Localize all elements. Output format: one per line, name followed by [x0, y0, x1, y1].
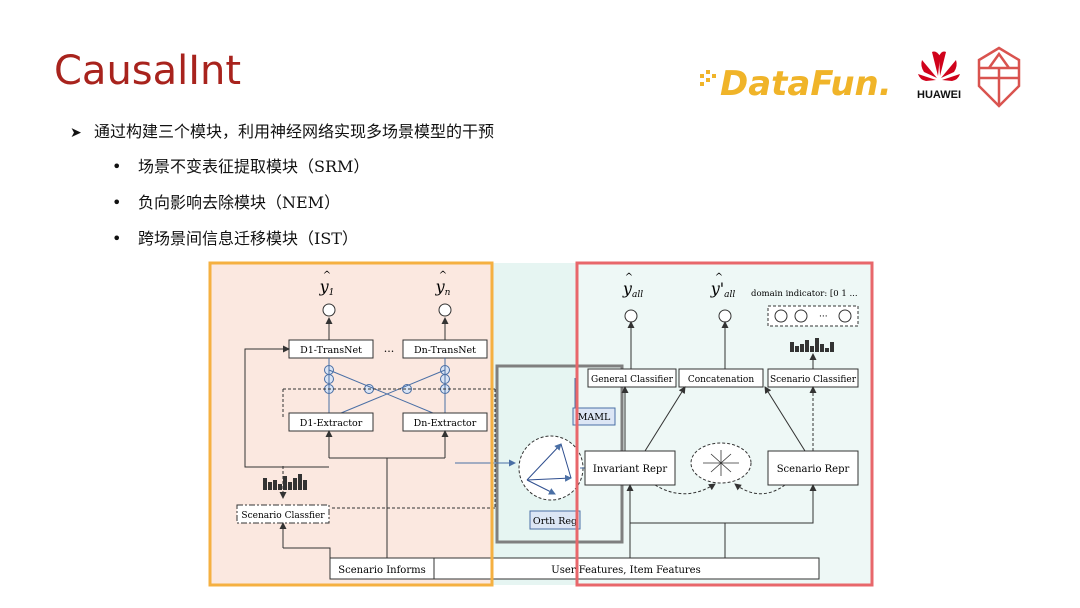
dn-extractor-label: Dn-Extractor [414, 418, 477, 429]
invariant-repr-label: Invariant Repr [593, 464, 667, 475]
concatenation-label: Concatenation [688, 375, 755, 385]
slide-title: CausalInt [54, 48, 242, 94]
scenario-repr-box [767, 450, 859, 486]
dn-transnet-label: Dn-TransNet [414, 345, 476, 356]
user-item-features-box [433, 557, 820, 580]
orth-reg-label: Orth Reg [533, 516, 577, 527]
general-classifier-label: General Classifier [591, 375, 674, 385]
y1-output-node [322, 303, 336, 317]
scenario-classfier-left-label: Scenario Classfier [241, 511, 325, 521]
huawei-logo-text: HUAWEI [917, 89, 961, 101]
d1-extractor-label: D1-Extractor [300, 418, 363, 429]
sub-bullet: • 负向影响去除模块（NEM） [112, 189, 340, 213]
svg-text:^: ^ [439, 270, 447, 281]
bullet-dot-icon: • [112, 193, 122, 212]
yn-output-node [438, 303, 452, 317]
main-bullet: ➤ 通过构建三个模块，利用神经网络实现多场景模型的干预 [70, 118, 494, 142]
bullet-dot-icon: • [112, 157, 122, 176]
sub-bullet-text: 场景不变表征提取模块（SRM） [138, 157, 370, 176]
yn-hat-label: yn [435, 277, 451, 298]
y1-hat-label: y1 [319, 277, 335, 298]
datafun-logo-text: DataFun. [720, 64, 892, 104]
sub-bullet: • 跨场景间信息迁移模块（IST） [112, 225, 358, 249]
yall-output-node [624, 309, 638, 323]
d1-transnet-label: D1-TransNet [300, 345, 362, 356]
svg-text:^: ^ [715, 272, 723, 283]
invariant-repr-box [584, 450, 676, 486]
ellipsis-label: ... [384, 342, 395, 355]
arrow-bullet-icon: ➤ [70, 125, 82, 141]
main-bullet-text: 通过构建三个模块，利用神经网络实现多场景模型的干预 [94, 122, 495, 141]
orthogonal-vectors-circle [518, 435, 584, 501]
scenario-repr-label: Scenario Repr [777, 464, 850, 475]
sub-bullet-text: 负向影响去除模块（NEM） [138, 193, 341, 212]
user-item-features-label: User Features, Item Features [551, 565, 700, 576]
sub-bullet: • 场景不变表征提取模块（SRM） [112, 153, 369, 177]
scenario-classifier-right-label: Scenario Classifier [770, 375, 857, 385]
huawei-logo: HUAWEI [917, 51, 961, 101]
latent-axes-icon [703, 450, 739, 476]
partner-logos: DataFun. HUAWEI [700, 46, 1021, 108]
scenario-informs-label: Scenario Informs [338, 565, 425, 576]
causalint-architecture-diagram: y1 ^ yn ^ D1-TransNet ... Dn-TransNet D1… [208, 261, 874, 587]
sub-bullet-text: 跨场景间信息迁移模块（IST） [138, 229, 358, 248]
scenario-bar-chart-icon [263, 474, 307, 490]
nem-panel-background [492, 263, 577, 585]
svg-text:···: ··· [819, 312, 828, 322]
left-output-nodes: y1 ^ yn ^ [319, 270, 452, 317]
scenario-bar-chart-right-icon [790, 338, 834, 352]
maml-label: MAML [578, 412, 611, 423]
yall-prime-output-node [718, 309, 732, 323]
svg-text:^: ^ [625, 272, 633, 283]
ist-panel-border [575, 261, 874, 587]
datafun-logo: DataFun. [700, 64, 892, 104]
lab-logo-icon [977, 46, 1021, 108]
general-classifier-box [587, 368, 677, 388]
orthogonal-vectors-icon [526, 443, 572, 495]
yall-hat-label: yall [622, 279, 643, 300]
bullet-dot-icon: • [112, 229, 122, 248]
svg-text:^: ^ [323, 270, 331, 281]
maml-box [572, 407, 616, 426]
concatenation-box [678, 368, 764, 388]
domain-indicator-box [767, 305, 859, 327]
yall-prime-hat-label: y'all [710, 279, 736, 300]
srm-panel-border [208, 261, 494, 587]
domain-indicator-label: domain indicator: [0 1 ... [751, 289, 858, 299]
orth-reg-box [529, 510, 581, 530]
